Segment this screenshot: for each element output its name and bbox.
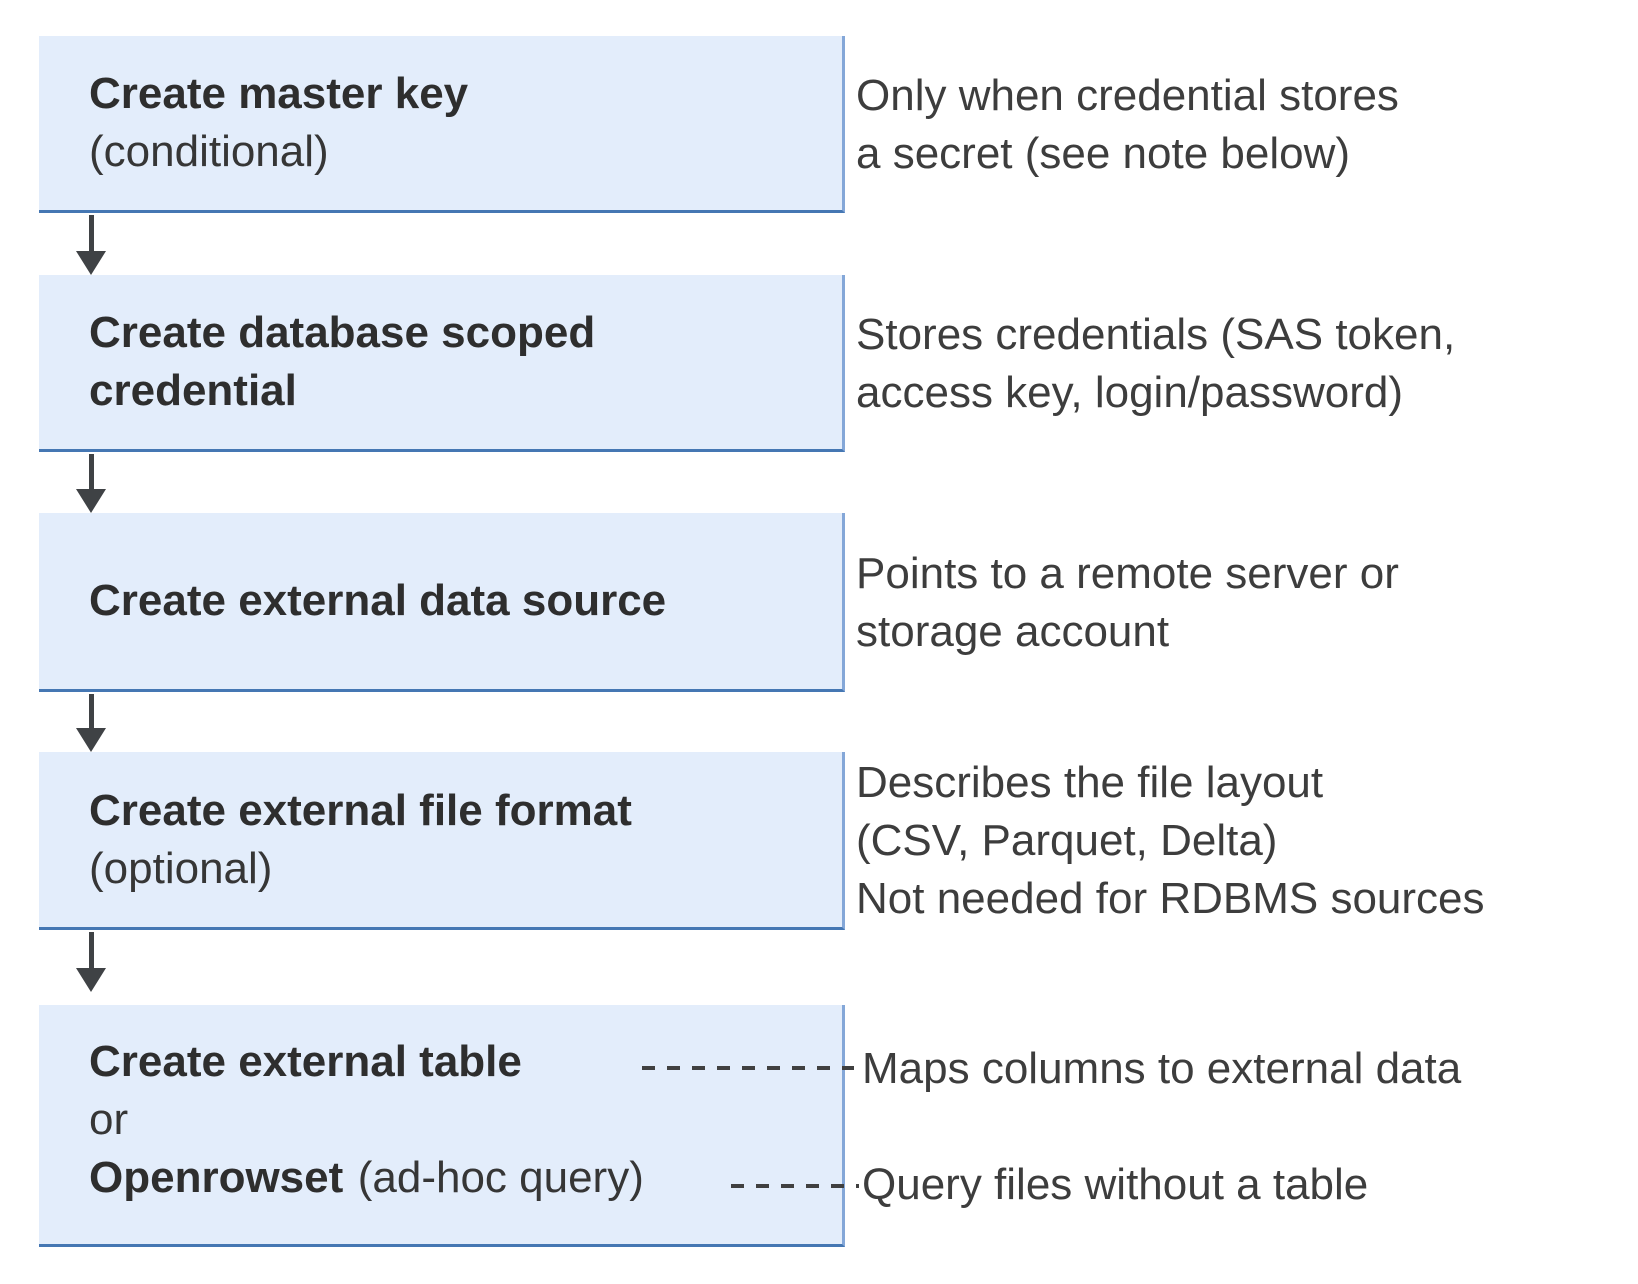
box-title: Create database scoped credential [89, 308, 596, 415]
annotation-external-table: Maps columns to external data [862, 1040, 1632, 1098]
box-title: Create external file format [89, 785, 632, 835]
down-arrow-icon [75, 694, 107, 752]
annotation-text: Maps columns to external data [862, 1044, 1462, 1093]
annotation-scoped-credential: Stores credentials (SAS token, access ke… [856, 275, 1626, 452]
down-arrow-icon [75, 215, 107, 275]
down-arrow-icon [75, 454, 107, 513]
box-or-label: or [89, 1094, 129, 1144]
arrow-stem [88, 932, 94, 968]
arrow-stem [88, 454, 94, 489]
annotation-text: Only when credential stores a secret (se… [856, 70, 1399, 178]
flow-box-create-master-key: Create master key (conditional) [39, 36, 845, 213]
box-title: Create external data source [89, 576, 667, 625]
arrow-head [76, 251, 106, 275]
annotation-data-source: Points to a remote server or storage acc… [856, 513, 1626, 692]
arrow-head [76, 489, 106, 513]
annotation-text: Stores credentials (SAS token, access ke… [856, 309, 1456, 417]
annotation-master-key: Only when credential stores a secret (se… [856, 36, 1626, 213]
box-alt-title: Openrowset [89, 1152, 344, 1202]
dashed-connector-openrowset [731, 1184, 859, 1188]
arrow-head [76, 968, 106, 992]
annotation-text: Points to a remote server or storage acc… [856, 548, 1399, 656]
box-alt-note: (ad-hoc query) [357, 1152, 644, 1202]
box-note: (conditional) [89, 127, 329, 176]
flow-box-create-database-scoped-credential: Create database scoped credential [39, 275, 845, 452]
box-title: Create master key [89, 69, 469, 118]
arrow-head [76, 728, 106, 752]
flow-box-create-external-data-source: Create external data source [39, 513, 845, 692]
annotation-text: Describes the file layout (CSV, Parquet,… [856, 758, 1485, 923]
annotation-text: Query files without a table [862, 1160, 1369, 1209]
flow-box-create-external-file-format: Create external file format (optional) [39, 752, 845, 930]
dashed-connector-external-table [642, 1066, 854, 1070]
arrow-stem [88, 215, 94, 251]
flow-box-create-external-table-or-openrowset: Create external table or Openrowset (ad-… [39, 1005, 845, 1247]
annotation-file-format: Describes the file layout (CSV, Parquet,… [856, 752, 1626, 930]
annotation-openrowset: Query files without a table [862, 1156, 1632, 1214]
box-alt-line: Openrowset (ad-hoc query) [89, 1149, 814, 1217]
box-note: (optional) [89, 843, 273, 893]
box-title: Create external table [89, 1036, 522, 1086]
arrow-stem [88, 694, 94, 728]
down-arrow-icon [75, 932, 107, 992]
